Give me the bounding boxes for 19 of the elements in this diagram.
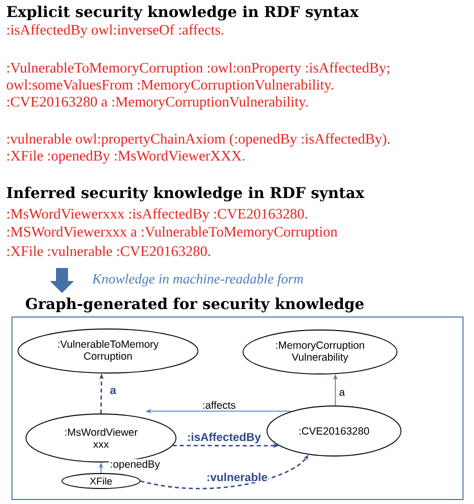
rdf-statement: :CVE20163280 a :MemoryCorruptionVulnerability.: [7, 96, 308, 110]
edge-label: :openedBy: [109, 459, 161, 471]
edge-label: a: [108, 386, 118, 396]
edge-label: :affects: [201, 400, 237, 410]
rdf-statement: :MsWordViewerxxx :isAffectedBy :CVE20163280.: [7, 208, 308, 222]
edge-label: :vulnerable: [205, 472, 269, 482]
edge-label: :isAffectedBy: [186, 432, 262, 444]
rdf-statement: :MSWordViewerxxx a :VulnerableToMemoryCorruption: [7, 226, 338, 240]
rdf-statement: :XFile :vulnerable :CVE20163280.: [7, 246, 210, 256]
rdf-statement: :isAffectedBy owl:inverseOf :affects.: [7, 24, 224, 38]
edge-label: a: [338, 389, 346, 397]
rdf-statement: :VulnerableToMemoryCorruption :owl:onProperty :isAffectedBy;: [7, 62, 390, 76]
section-heading: Explicit security knowledge in RDF syntax: [6, 6, 359, 20]
graph-heading: Graph-generated for security knowledge: [26, 298, 364, 312]
rdf-statement: :XFile :openedBy :MsWordViewerXXX.: [7, 150, 244, 164]
section-heading: Inferred security knowledge in RDF syntax: [6, 186, 364, 202]
rdf-statement: :vulnerable owl:propertyChainAxiom (:openedBy :isAffectedBy).: [7, 133, 390, 147]
rdf-statement: owl:someValuesFrom :MemoryCorruptionVulnerability.: [6, 79, 334, 93]
caption-text: Knowledge in machine-readable form: [92, 274, 303, 286]
